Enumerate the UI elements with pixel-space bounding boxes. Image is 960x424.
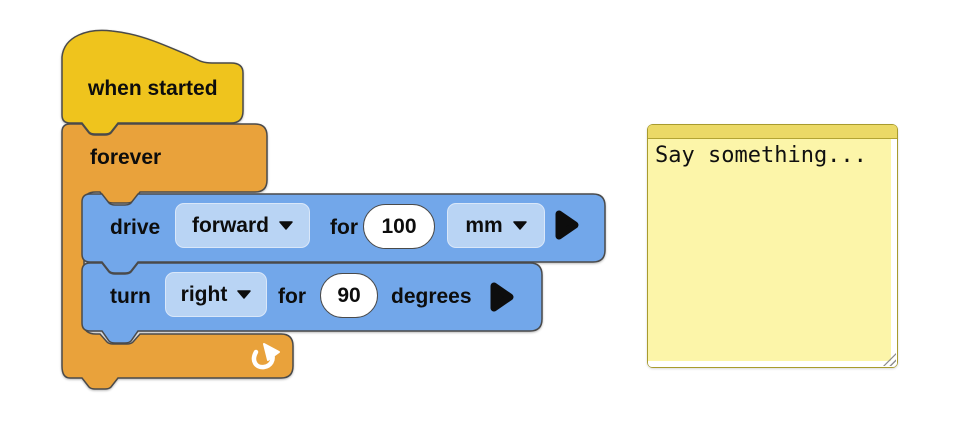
comment-text-input[interactable]: Say something...: [648, 139, 891, 361]
comment-note-body: Say something...: [648, 139, 897, 367]
turn-direction-dropdown[interactable]: right: [165, 272, 267, 317]
drive-for-label: for: [330, 216, 358, 239]
drive-action-label: drive: [110, 216, 161, 239]
loop-arrow-icon: [251, 343, 280, 370]
drive-unit-value: mm: [465, 213, 503, 237]
forever-label: forever: [90, 146, 162, 169]
comment-note[interactable]: Say something...: [647, 124, 898, 368]
drive-direction-value: forward: [191, 213, 269, 237]
drive-distance-input[interactable]: 100: [363, 204, 435, 249]
drive-expand-arrow-icon[interactable]: [554, 209, 580, 241]
turn-expand-arrow-icon[interactable]: [489, 281, 515, 313]
turn-for-label: for: [278, 285, 306, 308]
turn-unit-label: degrees: [391, 285, 472, 308]
turn-direction-value: right: [180, 282, 228, 306]
comment-note-header[interactable]: [648, 125, 897, 139]
chevron-down-icon: [237, 290, 252, 299]
chevron-down-icon: [512, 221, 527, 230]
drive-unit-dropdown[interactable]: mm: [447, 203, 545, 248]
turn-block[interactable]: [81, 262, 543, 344]
chevron-down-icon: [279, 221, 293, 230]
turn-action-label: turn: [110, 285, 151, 308]
when-started-label: when started: [88, 77, 218, 100]
drive-direction-dropdown[interactable]: forward: [175, 203, 310, 248]
turn-angle-input[interactable]: 90: [320, 273, 378, 318]
